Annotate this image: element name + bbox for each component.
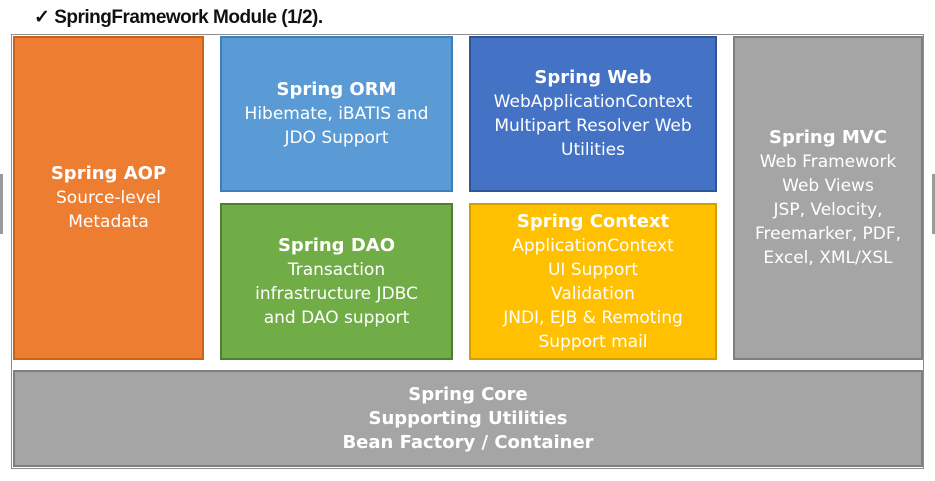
module-line: WebApplicationContext	[493, 92, 693, 112]
module-title: Spring DAO	[277, 234, 396, 256]
module-title: Spring Web	[534, 67, 652, 88]
module-spring-dao: Spring DAO Transaction infrastructure JD…	[220, 203, 453, 360]
module-spring-aop: Spring AOP Source-level Metadata	[13, 36, 204, 360]
module-title: Spring MVC	[769, 127, 887, 148]
module-line: Web Framework	[759, 152, 897, 172]
module-line: and DAO support	[263, 307, 410, 328]
module-line: infrastructure JDBC	[255, 283, 418, 304]
module-line: Supporting Utilities	[368, 407, 568, 429]
module-spring-mvc: Spring MVC Web Framework Web Views JSP, …	[733, 36, 923, 360]
module-spring-web: Spring Web WebApplicationContext Multipa…	[469, 36, 717, 192]
right-edge-mark	[932, 174, 935, 234]
diagram-heading: ✓ SpringFramework Module (1/2).	[34, 7, 323, 28]
module-line: Metadata	[68, 212, 149, 232]
module-line: Transaction	[287, 259, 386, 280]
module-line: JSP, Velocity,	[773, 200, 883, 220]
module-line: Utilities	[561, 140, 625, 160]
module-line: UI Support	[547, 259, 639, 280]
module-line: ApplicationContext	[512, 235, 674, 256]
module-line: Web Views	[782, 176, 874, 196]
module-spring-orm: Spring ORM Hibemate, iBATIS and JDO Supp…	[220, 36, 453, 192]
module-title: Spring ORM	[276, 79, 397, 100]
module-line: Bean Factory / Container	[342, 431, 594, 453]
module-line: Hibemate, iBATIS and	[244, 104, 429, 124]
module-title: Spring AOP	[50, 163, 167, 184]
module-line: Source-level	[56, 188, 161, 208]
left-edge-mark	[0, 174, 3, 234]
module-line: JDO Support	[284, 128, 389, 148]
module-line: Support mail	[538, 331, 648, 352]
module-spring-context: Spring Context ApplicationContext UI Sup…	[469, 203, 717, 360]
module-line: Multipart Resolver Web	[494, 116, 692, 136]
module-line: Freemarker, PDF,	[754, 224, 902, 244]
module-line: Validation	[551, 283, 635, 304]
module-line: JNDI, EJB & Remoting	[503, 307, 683, 328]
module-spring-core: Spring Core Supporting Utilities Bean Fa…	[13, 370, 923, 467]
module-line: Excel, XML/XSL	[763, 248, 893, 268]
module-title: Spring Core	[408, 383, 528, 405]
module-title: Spring Context	[516, 210, 670, 232]
